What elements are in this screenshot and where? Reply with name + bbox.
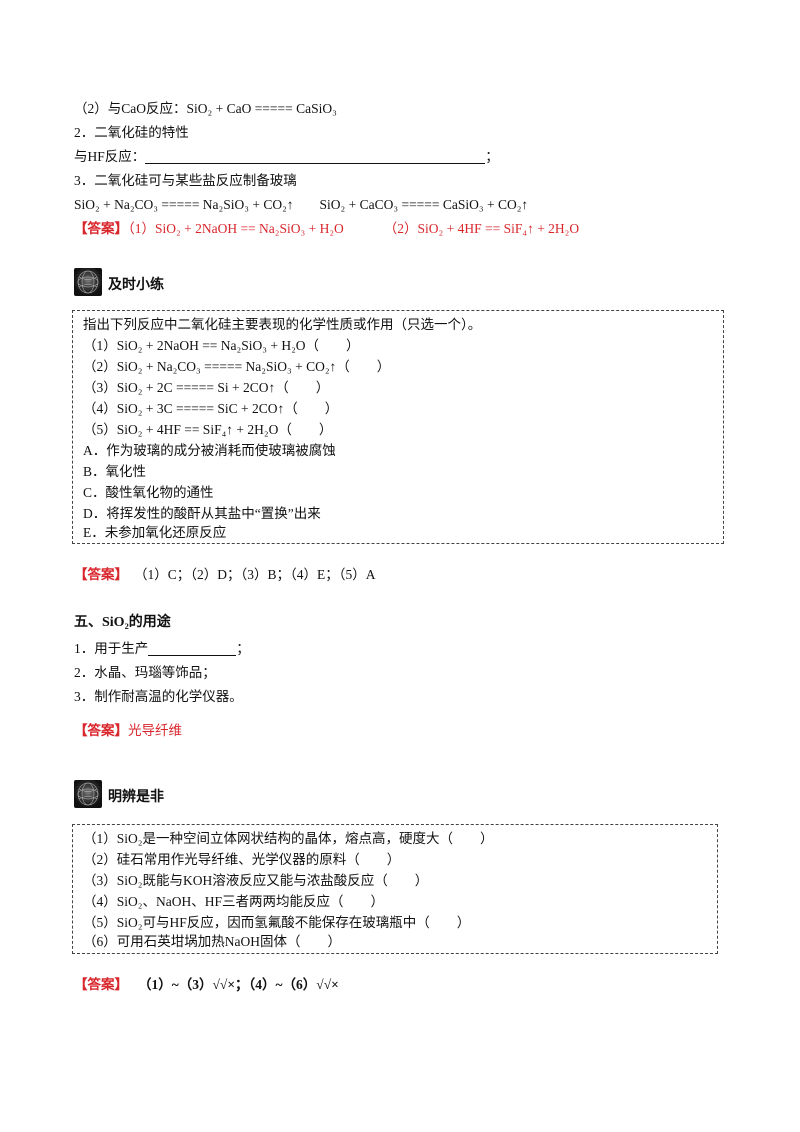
fill-blank[interactable]: [145, 149, 486, 164]
text-line: 3．二氧化硅可与某些盐反应制备玻璃: [74, 173, 297, 188]
judge-row: （1）SiO₂是一种空间立体网状结构的晶体，熔点高，硬度大（ ）: [83, 831, 494, 846]
exercise-row: （2）SiO₂ + Na₂CO₃ ===== Na₂SiO₃ + CO₂↑（ ）: [83, 359, 391, 374]
equation: SiO₂ + CaO ===== CaSiO₃: [186, 101, 337, 116]
answer-text: （2）SiO₂ + 4HF == SiF₄↑ + 2H₂O: [383, 221, 580, 236]
line-suffix: ；: [236, 641, 250, 656]
exercise-row: C．酸性氧化物的通性: [83, 485, 214, 500]
answer-line: 【答案】 （1）C；（2）D；（3）B；（4）E；（5）A: [74, 566, 376, 584]
judge-row: （2）硅石常用作光导纤维、光学仪器的原料（ ）: [83, 852, 401, 867]
judge-row: （3）SiO₂既能与KOH溶液反应又能与浓盐酸反应（ ）: [83, 873, 429, 888]
answer-line: 【答案】 （1）~（3）√√×；（4）~（6）√√×: [74, 976, 339, 994]
judge-row: （6）可用石英坩埚加热NaOH固体（ ）: [83, 934, 341, 949]
exercise-row: B．氧化性: [83, 464, 147, 479]
text-line: 3．制作耐高温的化学仪器。: [74, 689, 243, 704]
answer-text: （1）SiO₂ + 2NaOH == Na₂SiO₃ + H₂O: [128, 221, 344, 236]
text-line: 2．水晶、玛瑙等饰品；: [74, 665, 216, 680]
sphere-icon: [74, 780, 102, 808]
sphere-icon: [74, 268, 102, 296]
exercise-row: （1）SiO₂ + 2NaOH == Na₂SiO₃ + H₂O（ ）: [83, 338, 360, 353]
answer-label: 【答案】: [74, 221, 128, 236]
equation: SiO₂ + CaCO₃ ===== CaSiO₃ + CO₂↑: [319, 197, 529, 212]
text-line: 2．二氧化硅的特性: [74, 125, 189, 140]
line-prefix: 1．用于生产: [74, 641, 149, 656]
exercise-row: （3）SiO₂ + 2C ===== Si + 2CO↑（ ）: [83, 380, 330, 395]
line-suffix: ；: [485, 149, 499, 164]
exercise-box: 指出下列反应中二氧化硅主要表现的化学性质或作用（只选一个）。 （1）SiO₂ +…: [72, 310, 724, 544]
text-line: （2）与CaO反应：SiO₂ + CaO ===== CaSiO₃: [74, 100, 337, 118]
answer-label: 【答案】: [74, 977, 128, 992]
exercise-row: 指出下列反应中二氧化硅主要表现的化学性质或作用（只选一个）。: [83, 317, 482, 332]
exercise-row: （4）SiO₂ + 3C ===== SiC + 2CO↑（ ）: [83, 401, 339, 416]
line-prefix: 与HF反应：: [74, 149, 146, 164]
section-title: 明辨是非: [108, 790, 164, 805]
section-title: 及时小练: [108, 278, 164, 293]
text-line: 与HF反应： ；: [74, 148, 499, 166]
section-heading: 五、SiO₂的用途: [74, 615, 171, 630]
line-prefix: （2）与CaO反应：: [74, 101, 187, 116]
text-line: 1．用于生产 ；: [74, 640, 250, 658]
judge-row: （4）SiO₂、NaOH、HF三者两两均能反应（ ）: [83, 894, 384, 909]
answer-text: （1）C；（2）D；（3）B；（4）E；（5）A: [134, 567, 376, 582]
answer-label: 【答案】: [74, 723, 128, 738]
answer-line: 【答案】光导纤维: [74, 722, 182, 740]
answer-text: （1）~（3）√√×；（4）~（6）√√×: [138, 977, 339, 992]
fill-blank[interactable]: [148, 641, 237, 656]
exercise-row: D．将挥发性的酸酐从其盐中“置换”出来: [83, 506, 321, 521]
exercise-row: （5）SiO₂ + 4HF == SiF₄↑ + 2H₂O（ ）: [83, 422, 333, 437]
judge-row: （5）SiO₂可与HF反应，因而氢氟酸不能保存在玻璃瓶中（ ）: [83, 915, 471, 930]
answer-text: 光导纤维: [128, 723, 182, 738]
text-line: SiO₂ + Na₂CO₃ ===== Na₂SiO₃ + CO₂↑ SiO₂ +…: [74, 196, 528, 214]
exercise-row: E．未参加氧化还原反应: [83, 525, 227, 540]
equation: SiO₂ + Na₂CO₃ ===== Na₂SiO₃ + CO₂↑: [74, 197, 294, 212]
judge-box: （1）SiO₂是一种空间立体网状结构的晶体，熔点高，硬度大（ ） （2）硅石常用…: [72, 824, 718, 954]
answer-line: 【答案】（1）SiO₂ + 2NaOH == Na₂SiO₃ + H₂O （2）S…: [74, 220, 579, 238]
exercise-row: A．作为玻璃的成分被消耗而使玻璃被腐蚀: [83, 443, 336, 458]
answer-label: 【答案】: [74, 567, 128, 582]
